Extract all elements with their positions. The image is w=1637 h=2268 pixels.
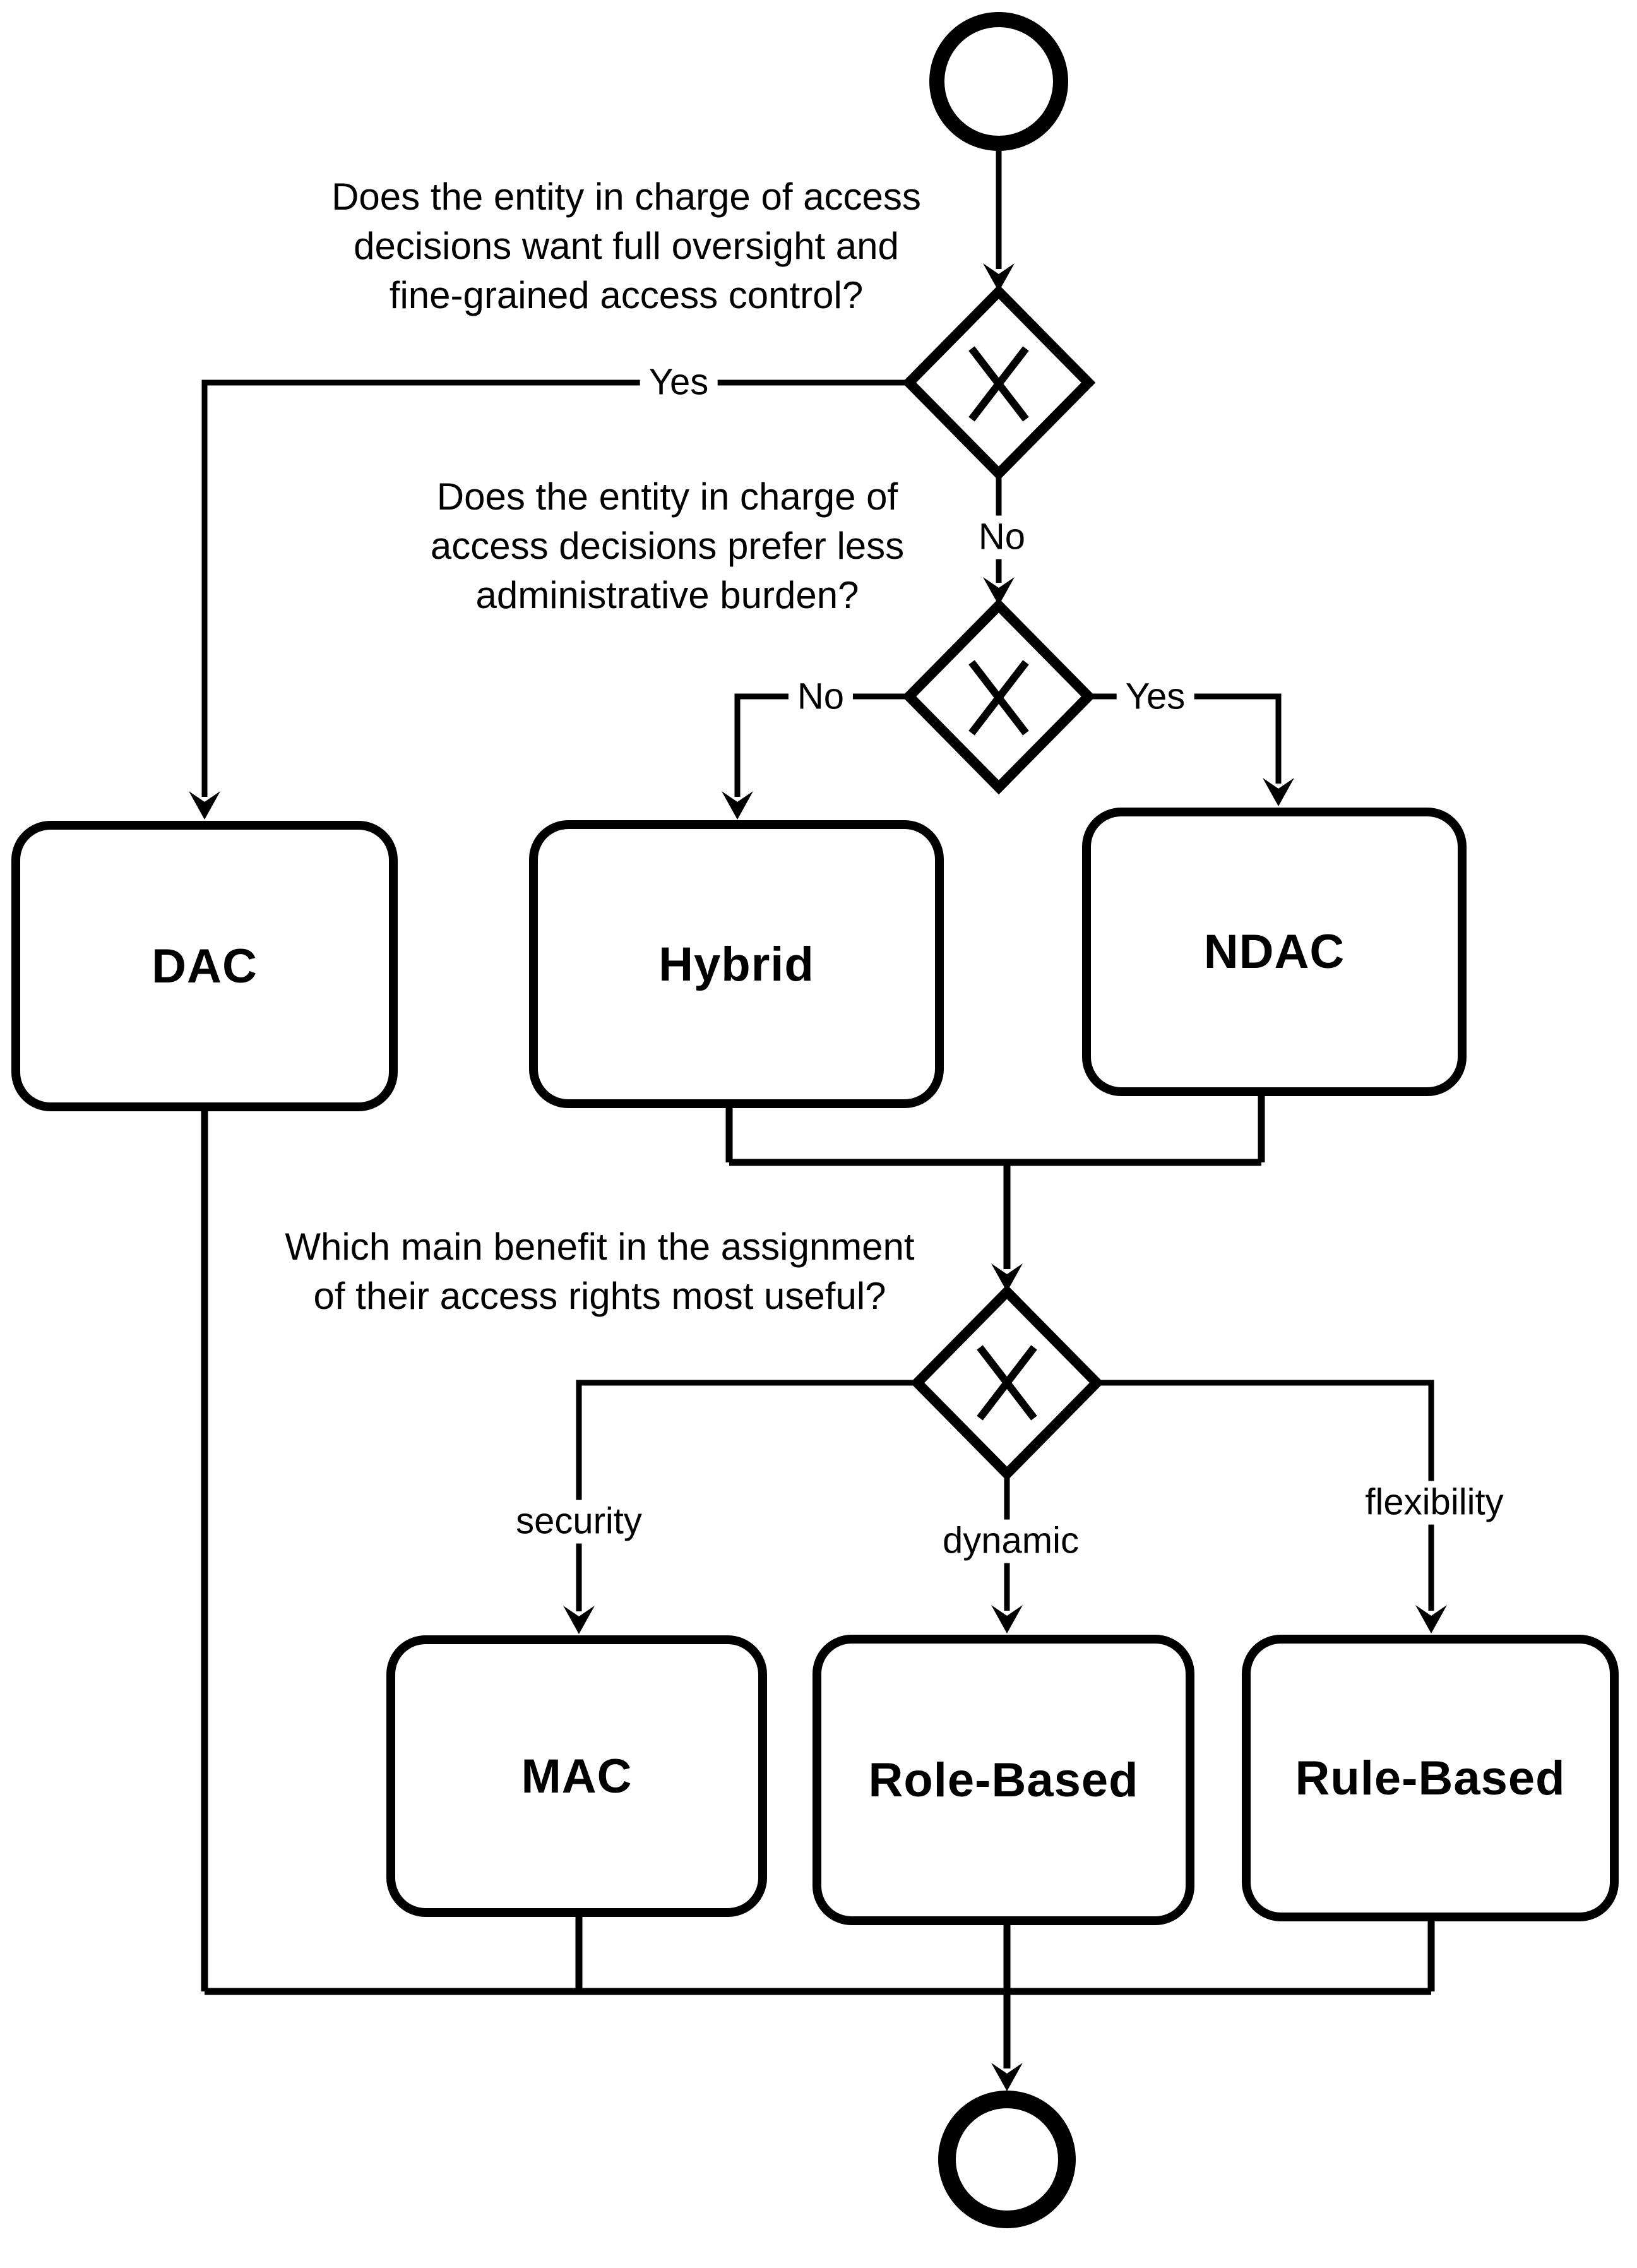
task-ndac: NDAC: [1082, 808, 1467, 1096]
question-2: Does the entity in charge of access deci…: [430, 475, 905, 616]
branch-label-q3-dynamic: dynamic: [934, 1519, 1088, 1563]
task-rule-based: Rule-Based: [1242, 1635, 1619, 1921]
connector-merge-to-end: [201, 1110, 1435, 2068]
arrowhead: [1263, 778, 1294, 806]
task-label: Role-Based: [868, 1753, 1139, 1807]
arrowhead: [983, 263, 1015, 292]
branch-label-q1-yes: Yes: [640, 361, 718, 405]
task-dac: DAC: [11, 821, 398, 1111]
arrowhead: [1415, 1605, 1447, 1633]
question-1: Does the entity in charge of access deci…: [331, 176, 921, 316]
arrowhead: [722, 791, 753, 820]
branch-label-q2-no: No: [788, 675, 854, 719]
task-label: MAC: [521, 1749, 633, 1803]
task-label: Rule-Based: [1295, 1751, 1566, 1805]
end-event-circle: [938, 2091, 1076, 2228]
task-label: Hybrid: [658, 937, 814, 991]
connector-gateway3-security-to-mac: [576, 1380, 917, 1611]
arrowhead: [983, 577, 1015, 606]
task-mac: MAC: [386, 1635, 767, 1917]
connector-gateway3-flexibility-to-rulebased: [1097, 1380, 1434, 1611]
arrowhead: [991, 1605, 1023, 1633]
arrowhead: [991, 1263, 1023, 1292]
branch-label-q2-yes: Yes: [1116, 675, 1194, 719]
start-event-circle: [929, 12, 1068, 151]
question-3: Which main benefit in the assignment of …: [285, 1226, 915, 1317]
branch-label-q1-no: No: [969, 515, 1035, 559]
task-label: DAC: [152, 939, 258, 993]
xor-x-icon: [968, 346, 1029, 422]
branch-label-q3-security: security: [507, 1500, 651, 1544]
branch-label-q3-flexibility: flexibility: [1356, 1481, 1513, 1525]
xor-x-icon: [968, 660, 1029, 736]
xor-x-icon: [977, 1345, 1037, 1421]
task-hybrid: Hybrid: [529, 820, 944, 1108]
arrowhead: [189, 791, 220, 820]
task-label: NDAC: [1203, 925, 1345, 979]
arrowhead: [563, 1606, 595, 1634]
task-role-based: Role-Based: [813, 1635, 1194, 1925]
connector-merge-to-gateway3: [725, 1095, 1265, 1269]
arrowhead: [991, 2063, 1023, 2091]
